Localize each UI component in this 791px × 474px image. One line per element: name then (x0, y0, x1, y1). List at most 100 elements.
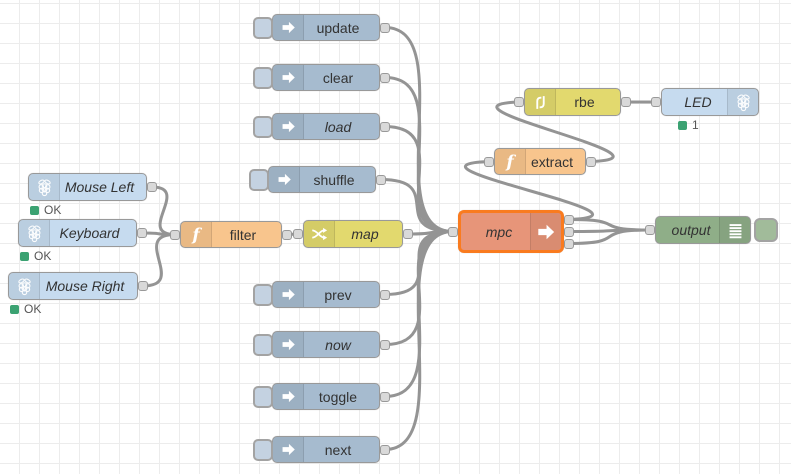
node-label: next (324, 441, 352, 458)
status-text: OK (24, 302, 42, 316)
port-output-update-0[interactable] (380, 22, 390, 33)
wire-mpc-to-extract[interactable] (464, 160, 594, 221)
inject-arrow-icon (273, 65, 304, 90)
node-mpc[interactable]: mpc (458, 210, 564, 253)
port-input-led[interactable] (651, 97, 661, 107)
node-toggle[interactable]: toggle (272, 383, 380, 410)
node-map[interactable]: map (303, 220, 403, 248)
node-label: rbe (574, 94, 595, 110)
status-dot (30, 206, 39, 215)
inject-button-toggle[interactable] (253, 385, 273, 408)
wire-mpc-to-output[interactable] (567, 228, 652, 245)
inject-button-clear[interactable] (253, 66, 273, 89)
wire-mpc-to-output[interactable] (567, 218, 652, 232)
wire-load-to-mpc[interactable] (383, 125, 455, 233)
port-input-filter[interactable] (170, 229, 180, 240)
inject-arrow-icon (273, 114, 304, 139)
node-mouse-left[interactable]: Mouse Left (28, 173, 147, 201)
port-input-mpc[interactable] (448, 226, 458, 237)
wire-extract-to-rbe[interactable] (495, 100, 615, 163)
port-output-toggle-0[interactable] (380, 391, 390, 402)
port-output-load-0[interactable] (380, 121, 390, 132)
svg-text:f: f (505, 152, 516, 172)
wire-shuffle-to-mpc[interactable] (379, 178, 455, 233)
port-output-extract-0[interactable] (586, 156, 596, 167)
swap-arrows-icon (304, 221, 335, 247)
node-label: filter (229, 226, 257, 243)
node-keyboard[interactable]: Keyboard (18, 219, 137, 247)
node-label: clear (322, 69, 354, 86)
node-next[interactable]: next (272, 436, 380, 463)
port-input-rbe[interactable] (514, 97, 524, 107)
node-label: mpc (485, 223, 513, 240)
raspberry-icon (727, 89, 758, 115)
status-text: 1 (692, 118, 699, 132)
wire-next-to-mpc[interactable] (383, 230, 455, 451)
node-mouse-right[interactable]: Mouse Right (8, 272, 138, 300)
rbe-hysteresis-icon (525, 89, 556, 115)
port-output-mouse-left-0[interactable] (147, 182, 157, 192)
node-label: now (325, 336, 351, 353)
node-prev[interactable]: prev (272, 281, 380, 308)
wire-mouse-left-to-filter[interactable] (150, 185, 177, 236)
node-status-led: 1 (678, 118, 699, 132)
node-led[interactable]: LED (661, 88, 759, 116)
node-label: update (316, 19, 360, 36)
inject-button-load[interactable] (253, 115, 273, 138)
status-dot (10, 305, 19, 314)
debug-toggle-button-output[interactable] (754, 218, 778, 242)
port-output-rbe-0[interactable] (621, 97, 631, 107)
status-text: OK (34, 249, 52, 263)
mpc-arrow-icon (530, 213, 561, 250)
port-output-next-0[interactable] (380, 444, 390, 455)
port-output-prev-0[interactable] (380, 289, 390, 300)
node-shuffle[interactable]: shuffle (268, 166, 376, 193)
inject-button-now[interactable] (253, 333, 273, 356)
node-now[interactable]: now (272, 331, 380, 358)
node-label: Keyboard (59, 225, 120, 241)
node-status-mouse-right: OK (10, 302, 42, 316)
inject-button-prev[interactable] (253, 283, 273, 306)
port-output-mpc-0[interactable] (564, 214, 574, 225)
port-output-mpc-2[interactable] (564, 238, 574, 249)
node-label: toggle (318, 388, 358, 405)
port-output-shuffle-0[interactable] (376, 174, 386, 185)
port-output-mpc-1[interactable] (564, 226, 574, 237)
node-label: map (351, 226, 379, 242)
port-output-map-0[interactable] (403, 229, 413, 239)
node-output[interactable]: output (655, 216, 751, 244)
debug-list-icon (719, 217, 750, 243)
node-label: Mouse Right (45, 278, 125, 294)
port-input-map[interactable] (293, 229, 303, 239)
wire-mouse-right-to-filter[interactable] (141, 233, 177, 288)
port-output-clear-0[interactable] (380, 72, 390, 83)
port-output-mouse-right-0[interactable] (138, 281, 148, 291)
inject-arrow-icon (273, 15, 304, 40)
node-status-keyboard: OK (20, 249, 52, 263)
node-label: output (671, 222, 711, 238)
node-rbe[interactable]: rbe (524, 88, 621, 116)
node-load[interactable]: load (272, 113, 380, 140)
inject-button-shuffle[interactable] (249, 168, 269, 191)
port-input-extract[interactable] (484, 156, 494, 167)
inject-button-next[interactable] (253, 438, 273, 461)
status-dot (20, 252, 29, 261)
port-input-output[interactable] (645, 225, 655, 235)
port-output-filter-0[interactable] (282, 229, 292, 240)
node-clear[interactable]: clear (272, 64, 380, 91)
status-text: OK (44, 203, 62, 217)
inject-arrow-icon (273, 437, 304, 462)
port-output-keyboard-0[interactable] (137, 228, 147, 238)
node-label: LED (684, 94, 712, 110)
function-icon: f (495, 149, 526, 174)
inject-button-update[interactable] (253, 16, 273, 39)
inject-arrow-icon (269, 167, 300, 192)
node-label: Mouse Left (64, 179, 135, 195)
node-update[interactable]: update (272, 14, 380, 41)
inject-arrow-icon (273, 282, 304, 307)
port-output-now-0[interactable] (380, 339, 390, 350)
